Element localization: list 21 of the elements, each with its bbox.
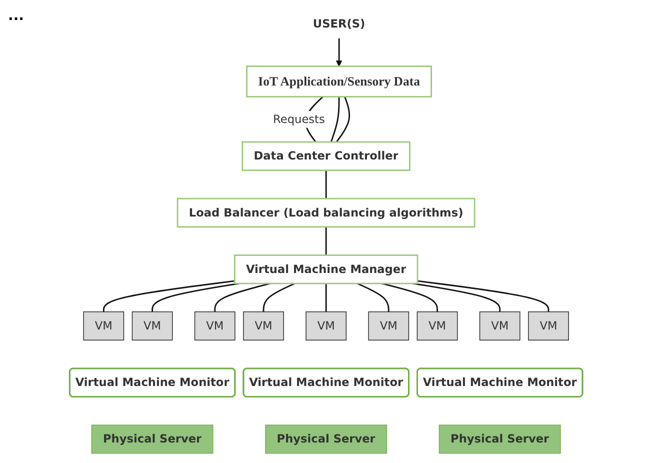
monitor-box: Virtual Machine Monitor [242, 368, 410, 398]
ellipsis-note: ... [8, 8, 24, 24]
monitor-box: Virtual Machine Monitor [68, 368, 236, 398]
vm-box: VM [368, 311, 409, 340]
vm-box: VM [194, 311, 236, 340]
monitor-box: Virtual Machine Monitor [416, 368, 584, 398]
server-box: Physical Server [265, 424, 387, 454]
process-box: Data Center Controller [242, 141, 410, 171]
vm-box: VM [132, 311, 173, 340]
application-box: IoT Application/Sensory Data [246, 66, 432, 98]
edge-label: Requests [272, 110, 325, 128]
vm-box: VM [479, 311, 520, 340]
process-box: Virtual Machine Manager [234, 254, 418, 284]
vm-box: VM [243, 311, 284, 340]
vm-box: VM [528, 311, 569, 340]
server-box: Physical Server [438, 424, 561, 454]
vm-box: VM [306, 311, 346, 340]
vm-box: VM [416, 311, 458, 340]
vm-box: VM [83, 311, 124, 340]
server-box: Physical Server [91, 424, 214, 454]
process-box: Load Balancer (Load balancing algorithms) [176, 198, 476, 228]
